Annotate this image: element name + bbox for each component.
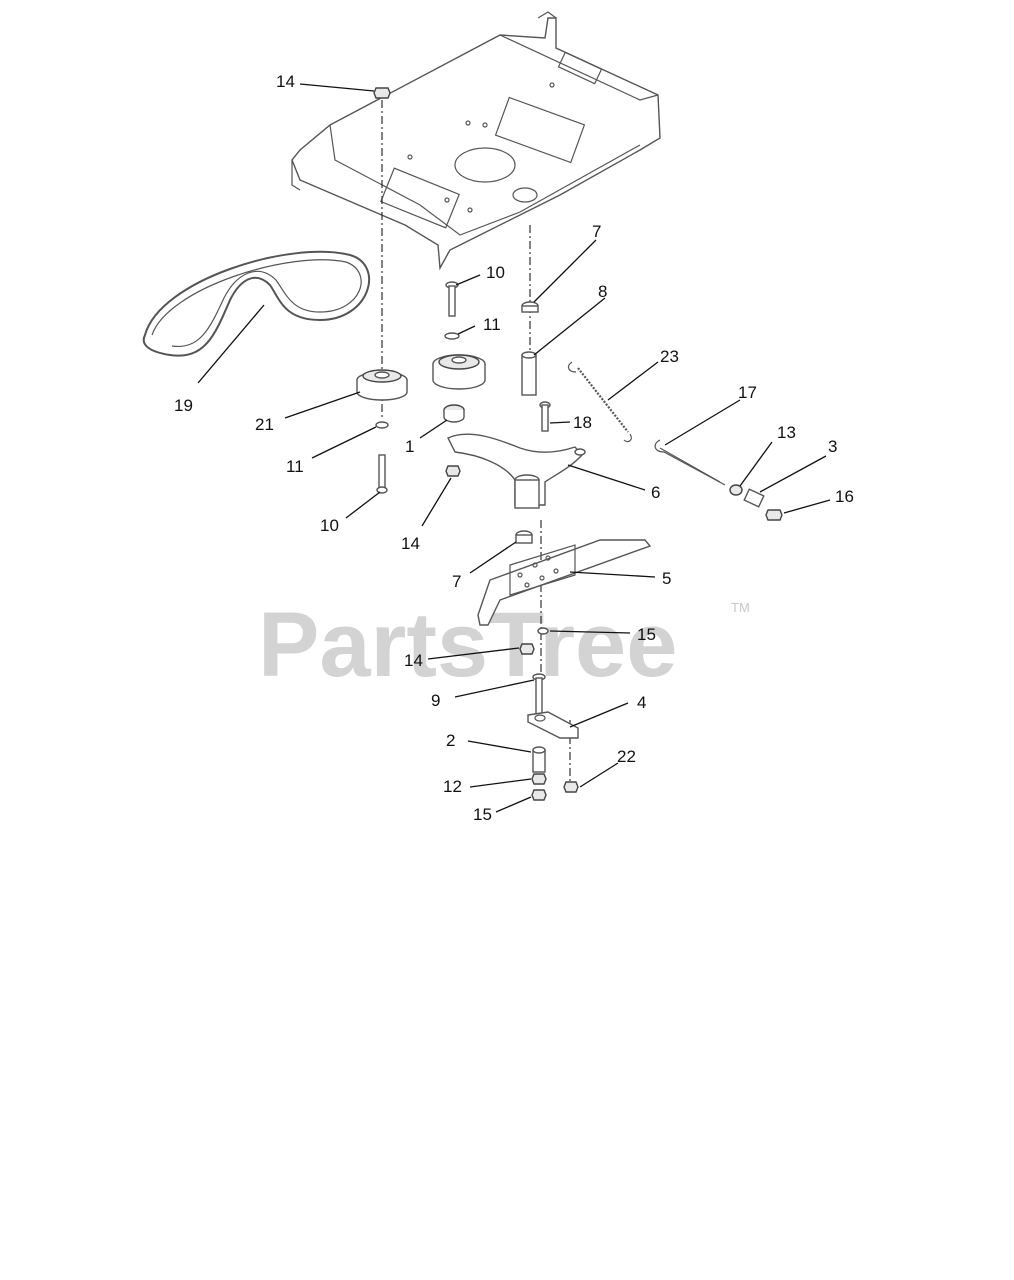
callout-8: 8 [598,282,607,301]
callout-5: 5 [662,569,671,588]
hardware [373,87,551,494]
v-idler-pulley [432,354,486,390]
watermark-brand: PartsTree [258,594,677,696]
callout-11-lower: 11 [286,457,304,476]
callout-12: 12 [443,777,462,796]
callout-16: 16 [835,487,854,506]
callout-3: 3 [828,437,837,456]
frame-plate [291,11,661,271]
callout-7-upper: 7 [592,222,601,241]
callout-7-lower: 7 [452,572,461,591]
drive-belt [142,250,370,357]
callout-4: 4 [637,693,646,712]
callout-10-upper: 10 [486,263,505,282]
callout-2: 2 [446,731,455,750]
callout-10-lower: 10 [320,516,339,535]
callout-17: 17 [738,383,757,402]
flat-idler-pulley [356,369,408,401]
idler-arm [447,433,586,509]
callout-11-upper: 11 [483,315,501,334]
lower-hardware [519,627,579,801]
lower-bushing [515,530,533,544]
callout-21: 21 [255,415,274,434]
callout-14-lower: 14 [404,651,423,670]
watermark-trademark: TM [731,600,750,615]
callout-9: 9 [431,691,440,710]
callout-13: 13 [777,423,796,442]
callout-15-lower: 15 [473,805,492,824]
callout-14-top: 14 [276,72,295,91]
mount-bracket [477,539,652,626]
callout-1: 1 [405,437,414,456]
extension-spring [567,361,632,443]
callout-6: 6 [651,483,660,502]
callout-14-mid: 14 [401,534,420,553]
leader-lines [197,83,831,813]
callout-23: 23 [660,347,679,366]
callout-15-upper: 15 [637,625,656,644]
callout-22: 22 [617,747,636,766]
control-rod [654,439,783,521]
callout-18: 18 [573,413,592,432]
callout-labels: 14 10 7 8 11 23 17 19 21 18 13 3 1 11 6 … [174,72,854,824]
callout-19: 19 [174,396,193,415]
